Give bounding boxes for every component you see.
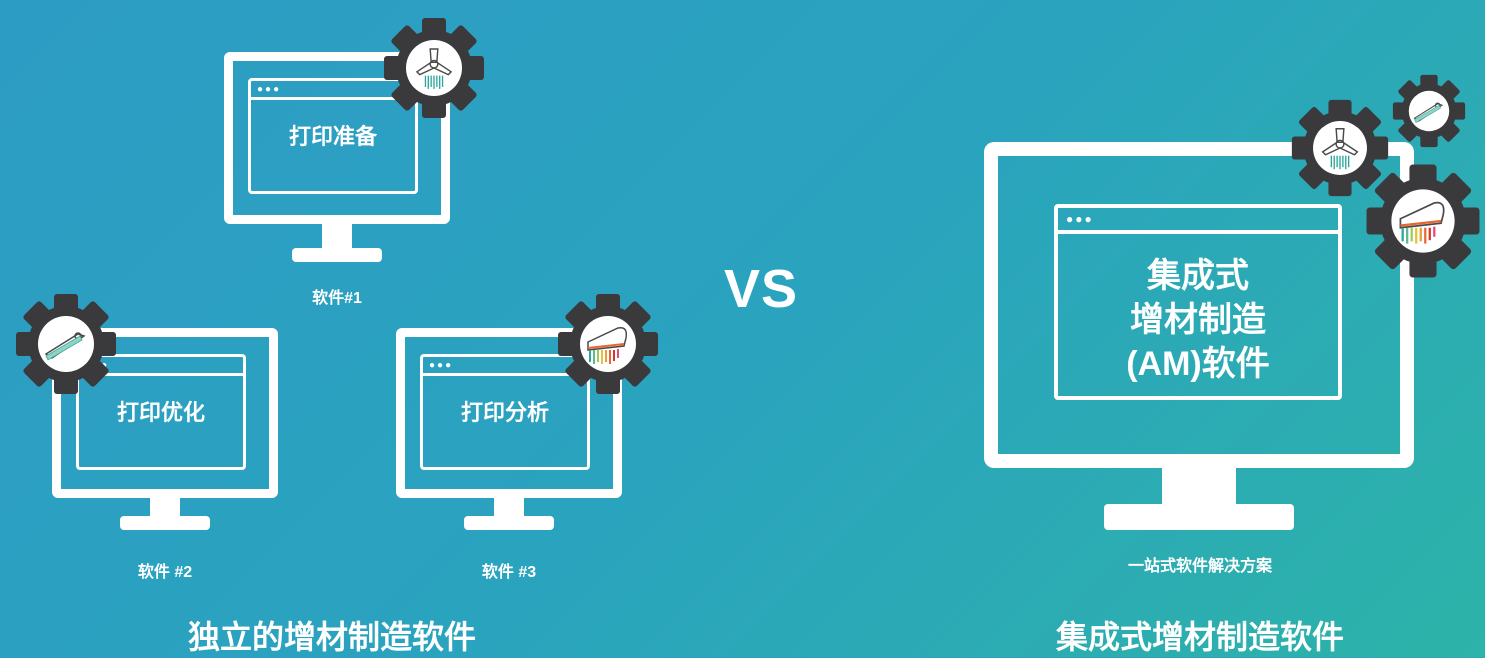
- window-label-line-3: (AM)软件: [1126, 345, 1270, 383]
- monitor-neck: [494, 496, 524, 518]
- window-titlebar-line: [1058, 230, 1338, 234]
- right-section-title: 集成式增材制造软件: [1055, 619, 1344, 655]
- window-label-line-1: 集成式: [1147, 257, 1249, 295]
- monitor-base: [1104, 504, 1294, 530]
- software-2-caption: 软件 #2: [137, 564, 193, 581]
- app-window: ●●● 打印分析: [420, 354, 590, 470]
- window-label: 打印优化: [116, 400, 205, 425]
- window-dots: ●●●: [1066, 212, 1094, 226]
- monitor-neck: [322, 222, 352, 250]
- window-label: 打印准备: [288, 124, 377, 149]
- app-window: ●●● 集成式 增材制造 (AM)软件: [1054, 204, 1342, 400]
- monitor-neck: [1162, 464, 1236, 508]
- gear-badge-orient: [1392, 74, 1466, 148]
- monitor-frame: [396, 328, 622, 498]
- left-section-title: 独立的增材制造软件: [187, 619, 476, 655]
- window-label-line-2: 增材制造: [1130, 301, 1266, 339]
- monitor-frame: [52, 328, 278, 498]
- gear-badge-1: [384, 18, 484, 118]
- gear-badge-2: [16, 294, 116, 394]
- monitor-software-3: ●●● 打印分析: [396, 328, 622, 530]
- software-1-caption: 软件#1: [312, 290, 362, 307]
- window-titlebar-line: [423, 373, 587, 376]
- vs-label: VS: [724, 259, 799, 319]
- window-titlebar-line: [251, 97, 415, 100]
- gear-badge-sim: [1366, 164, 1480, 278]
- monitor-integrated: ●●● 集成式 增材制造 (AM)软件: [984, 142, 1414, 530]
- software-3-caption: 软件 #3: [481, 564, 537, 581]
- monitor-frame: [224, 52, 450, 224]
- window-dots: ●●●: [429, 360, 454, 371]
- integrated-caption: 一站式软件解决方案: [1127, 558, 1272, 575]
- gear-badge-3: [558, 294, 658, 394]
- app-window: ●●● 打印准备: [248, 78, 418, 194]
- window-titlebar-line: [79, 373, 243, 376]
- monitor-software-1: ●●● 打印准备: [224, 52, 450, 262]
- monitor-base: [120, 516, 210, 530]
- monitor-neck: [150, 496, 180, 518]
- monitor-base: [464, 516, 554, 530]
- window-label: 打印分析: [460, 400, 549, 425]
- monitor-base: [292, 248, 382, 262]
- window-dots: ●●●: [257, 84, 282, 95]
